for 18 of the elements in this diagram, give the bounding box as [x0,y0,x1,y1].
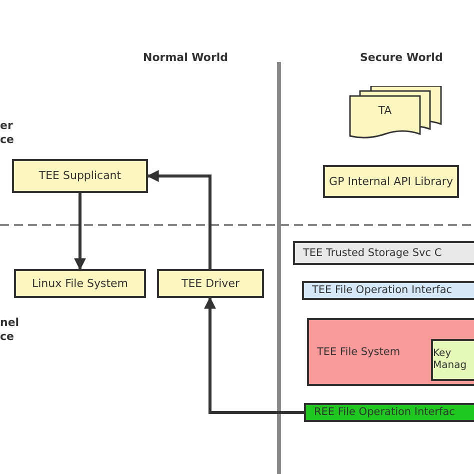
section-label: Normal World [143,51,228,66]
process-box: GP Internal API Library [323,165,459,198]
node-text: TA [377,104,393,118]
node-text: TEE File System [317,346,400,358]
section-label: er ce [0,119,15,148]
section-label: nel ce [0,316,20,345]
process-box: REE File Operation Interfac [304,403,474,422]
process-box: TEE Supplicant [12,159,148,193]
process-box: TEE File Operation Interfac [302,281,474,300]
process-box: TEE Trusted Storage Svc C [293,241,474,265]
process-box: Key Manag [431,339,474,381]
arrow [204,296,304,414]
section-label: Secure World [360,51,443,66]
process-box: Linux File System [14,269,146,298]
process-box [307,318,474,386]
arrow [146,170,212,269]
process-box: TEE Driver [157,269,264,298]
arrow [74,193,86,270]
